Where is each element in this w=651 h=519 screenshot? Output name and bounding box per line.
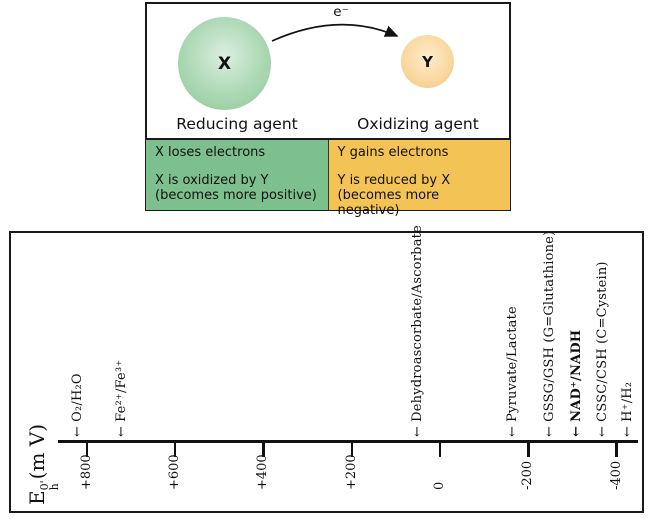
pointer-arrow-icon: ← xyxy=(542,425,558,437)
axis-tick xyxy=(615,440,618,457)
oxidizing-agent-circle: Y xyxy=(401,35,454,88)
redox-couple-label: ← Fe²⁺/Fe³⁺ xyxy=(114,359,130,437)
redox-couple-text: NAD⁺/NADH xyxy=(568,329,584,422)
oxidizing-point-3: (becomes more negative) xyxy=(337,188,440,218)
pointer-arrow-icon: ← xyxy=(69,425,85,437)
redox-couple-text: CSSC/CSH (C=Cystein) xyxy=(595,261,611,422)
redox-couple-label: ← O₂/H₂O xyxy=(69,373,85,437)
oxidizing-agent-symbol: Y xyxy=(422,52,433,71)
redox-couple-label: ← H⁺/H₂ xyxy=(619,381,635,437)
axis-label-scripts: 0'h xyxy=(38,480,61,491)
oxidizing-agent-cell: Y gains electrons Y is reduced by X (bec… xyxy=(328,140,510,218)
reducing-point-3: (becomes more positive) xyxy=(155,188,317,203)
pointer-arrow-icon: ← xyxy=(114,425,130,437)
redox-couple-label: ← NAD⁺/NADH xyxy=(568,329,584,437)
axis-label-sub: h xyxy=(48,483,61,491)
axis-tick-label: -200 xyxy=(520,460,536,490)
axis-tick xyxy=(173,440,177,457)
redox-couple-text: Dehydroascorbate/Ascorbate xyxy=(409,225,425,422)
reducing-agent-symbol: X xyxy=(217,53,232,74)
redox-couple-text: Pyruvate/Lactate xyxy=(504,306,520,422)
axis-label-unit: (m V) xyxy=(25,423,49,480)
axis-tick xyxy=(438,440,442,457)
reducing-agent-caption: Reducing agent xyxy=(176,115,298,133)
axis-tick xyxy=(527,440,530,457)
agents-comparison-table: X loses electrons X is oxidized by Y (be… xyxy=(145,140,511,218)
axis-label-base: E xyxy=(25,490,49,505)
redox-couple-label: ← GSSG/GSH (G=Glutathione) xyxy=(542,230,558,437)
redox-agents-panel: X Y e⁻ Reducing agent Oxidizing agent X … xyxy=(145,2,511,218)
reducing-agent-circle: X xyxy=(178,17,271,110)
axis-tick xyxy=(85,440,89,457)
axis-tick-label: 0 xyxy=(432,481,447,490)
electron-label: e⁻ xyxy=(333,4,349,20)
axis-tick-label: +600 xyxy=(167,454,183,490)
pointer-arrow-icon: ← xyxy=(595,425,611,437)
oxidizing-point-2: Y is reduced by X xyxy=(337,173,451,188)
redox-couple-text: GSSG/GSH (G=Glutathione) xyxy=(542,230,558,422)
agents-diagram-box: X Y e⁻ Reducing agent Oxidizing agent xyxy=(145,2,511,140)
axis-tick xyxy=(350,440,353,457)
pointer-arrow-icon: ← xyxy=(619,425,635,437)
redox-couple-text: O₂/H₂O xyxy=(69,373,85,422)
reducing-agent-cell: X loses electrons X is oxidized by Y (be… xyxy=(146,140,329,210)
axis-tick-label: +200 xyxy=(343,454,359,490)
pointer-arrow-icon: ← xyxy=(568,425,584,437)
reducing-point-2: X is oxidized by Y xyxy=(155,173,269,188)
oxidizing-agent-caption: Oxidizing agent xyxy=(357,115,479,133)
redox-couple-text: Fe²⁺/Fe³⁺ xyxy=(114,359,130,422)
axis-tick-label: -400 xyxy=(608,460,624,490)
oxidizing-point-1: Y gains electrons xyxy=(337,145,449,160)
axis-tick xyxy=(262,440,265,457)
reducing-point-1: X loses electrons xyxy=(155,145,266,160)
redox-couple-text: H⁺/H₂ xyxy=(619,381,635,422)
redox-couple-label: ← Dehydroascorbate/Ascorbate xyxy=(409,225,425,437)
redox-couple-label: ← CSSC/CSH (C=Cystein) xyxy=(595,261,611,437)
axis-tick-label: +800 xyxy=(78,454,94,490)
axis-tick-label: +400 xyxy=(255,454,271,490)
potential-axis-line xyxy=(58,440,638,443)
pointer-arrow-icon: ← xyxy=(504,425,520,437)
redox-couple-label: ← Pyruvate/Lactate xyxy=(504,306,520,437)
pointer-arrow-icon: ← xyxy=(409,425,425,437)
